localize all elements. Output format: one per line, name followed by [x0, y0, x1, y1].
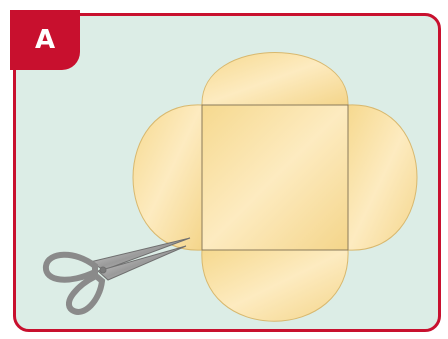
bottom-flap [202, 250, 348, 321]
envelope-template-icon [133, 53, 417, 322]
right-flap [348, 105, 417, 250]
left-flap [133, 105, 202, 250]
center-square [202, 105, 348, 250]
scissors-icon [46, 238, 190, 312]
step-label: A [35, 27, 55, 53]
step-badge: A [10, 10, 80, 70]
top-flap [202, 53, 348, 106]
